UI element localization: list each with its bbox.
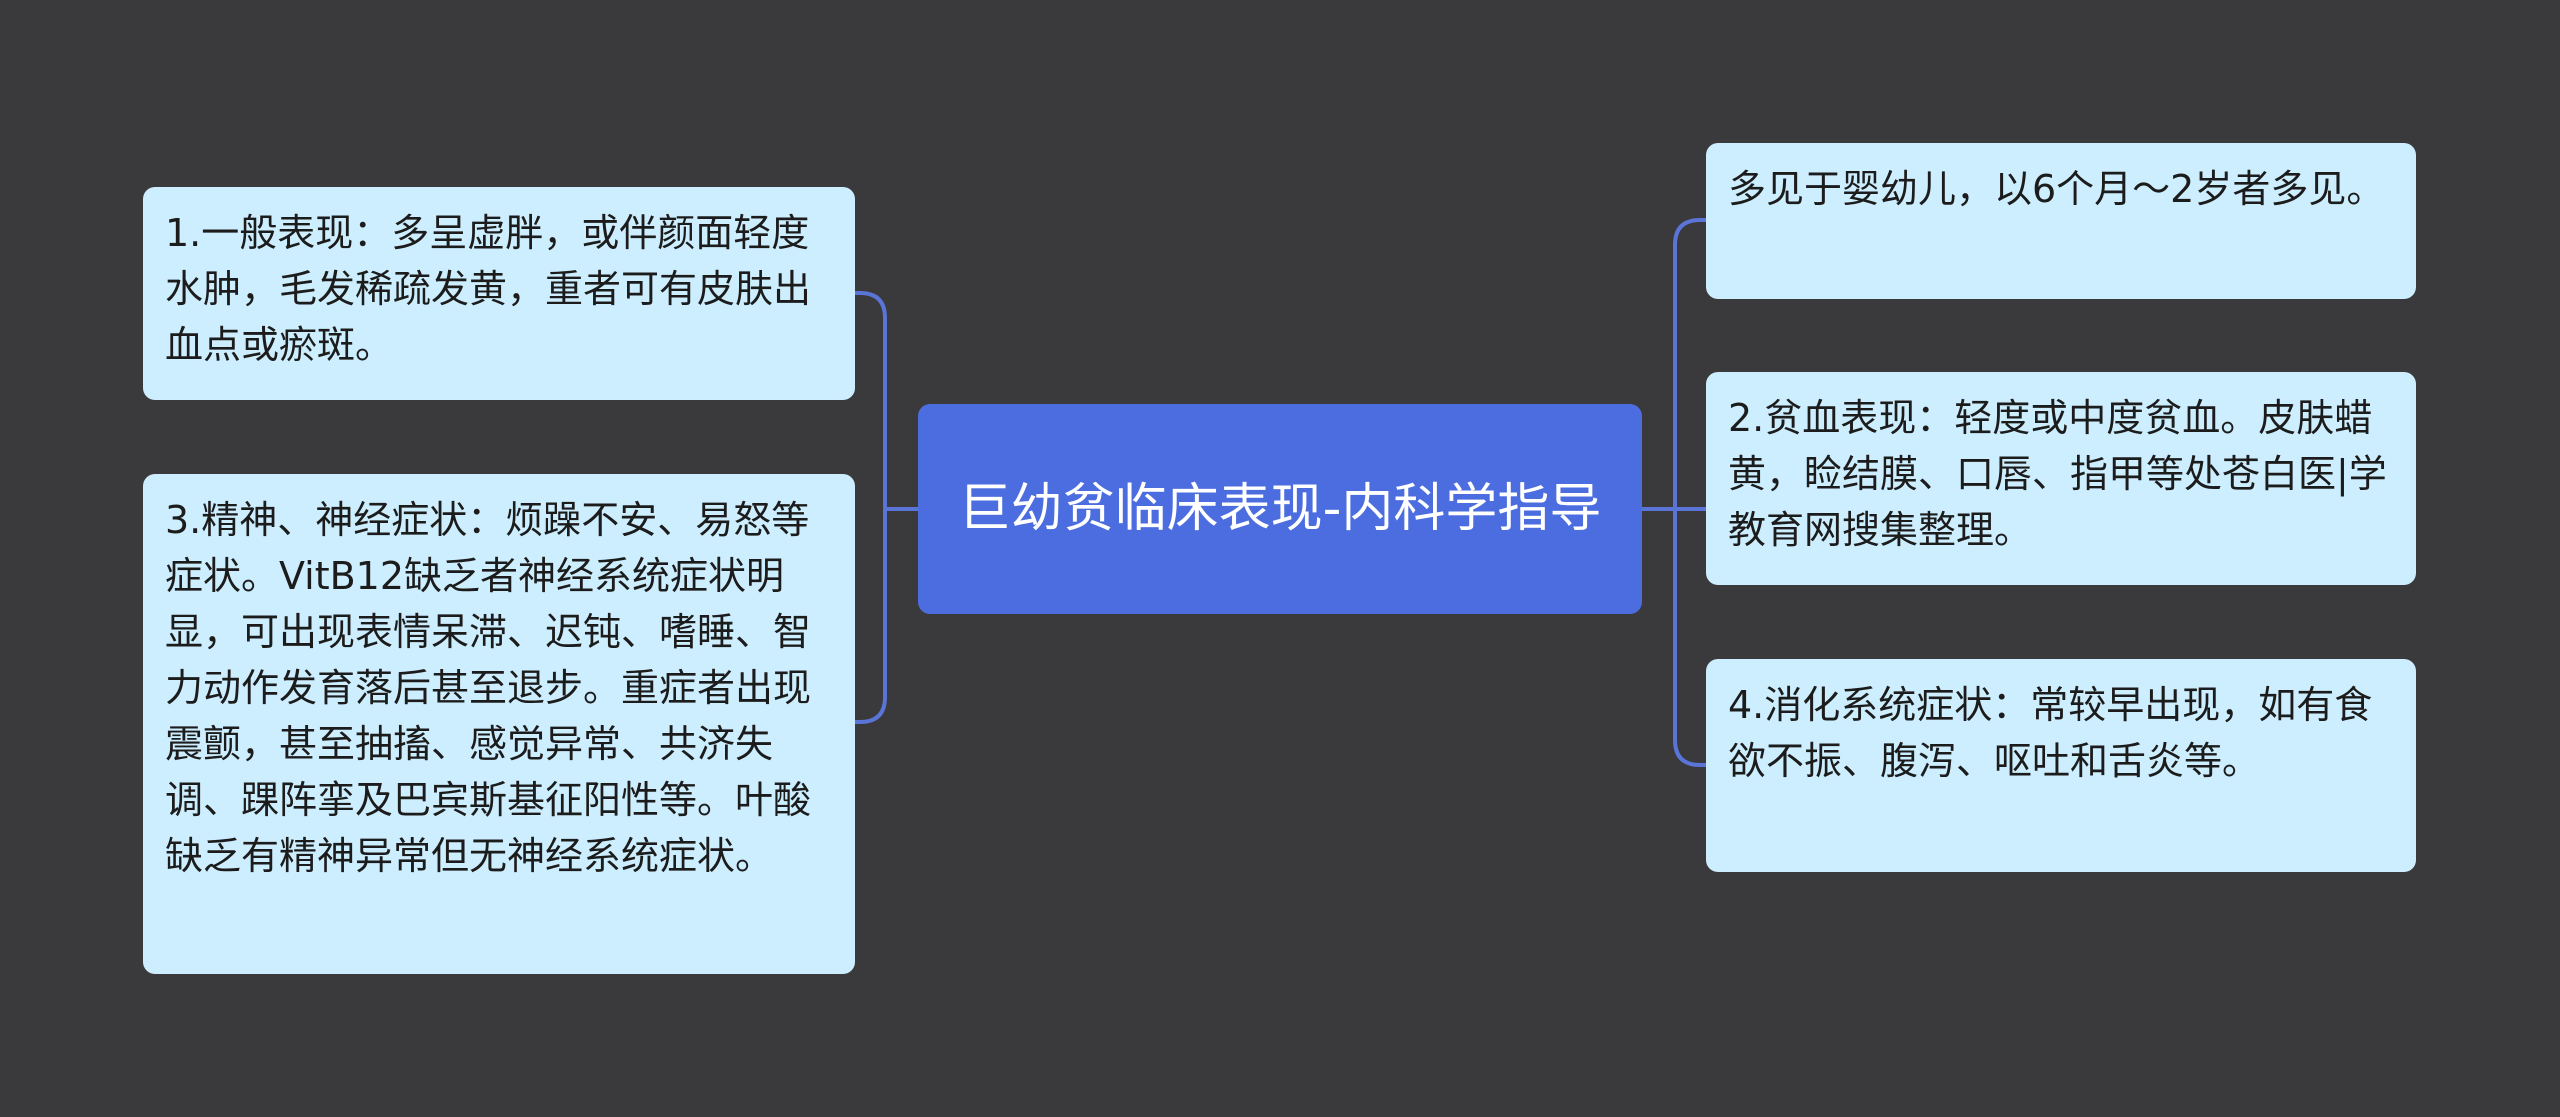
- left-node-1-text: 1.一般表现：多呈虚胖，或伴颜面轻度水肿，毛发稀疏发黄，重者可有皮肤出血点或瘀斑…: [165, 211, 812, 367]
- right-node-3[interactable]: 4.消化系统症状：常较早出现，如有食欲不振、腹泻、呕吐和舌炎等。: [1706, 659, 2416, 872]
- right-node-1[interactable]: 多见于婴幼儿，以6个月～2岁者多见。: [1706, 143, 2416, 299]
- connector-root-right-1: [1642, 218, 1706, 511]
- connector-root-left-1: [855, 291, 918, 511]
- connector-root-right-3: [1642, 507, 1706, 767]
- right-node-3-text: 4.消化系统症状：常较早出现，如有食欲不振、腹泻、呕吐和舌炎等。: [1728, 683, 2373, 783]
- right-node-1-text: 多见于婴幼儿，以6个月～2岁者多见。: [1728, 167, 2385, 211]
- right-node-2[interactable]: 2.贫血表现：轻度或中度贫血。皮肤蜡黄，睑结膜、口唇、指甲等处苍白医|学教育网搜…: [1706, 372, 2416, 585]
- left-node-2[interactable]: 3.精神、神经症状：烦躁不安、易怒等症状。VitB12缺乏者神经系统症状明显，可…: [143, 474, 855, 974]
- connector-root-left-2: [855, 507, 918, 724]
- right-node-2-text: 2.贫血表现：轻度或中度贫血。皮肤蜡黄，睑结膜、口唇、指甲等处苍白医|学教育网搜…: [1728, 396, 2387, 552]
- left-node-2-text: 3.精神、神经症状：烦躁不安、易怒等症状。VitB12缺乏者神经系统症状明显，可…: [165, 498, 812, 878]
- root-topic-node[interactable]: 巨幼贫临床表现-内科学指导: [918, 404, 1642, 614]
- root-topic-text: 巨幼贫临床表现-内科学指导: [958, 479, 1602, 539]
- left-node-1[interactable]: 1.一般表现：多呈虚胖，或伴颜面轻度水肿，毛发稀疏发黄，重者可有皮肤出血点或瘀斑…: [143, 187, 855, 400]
